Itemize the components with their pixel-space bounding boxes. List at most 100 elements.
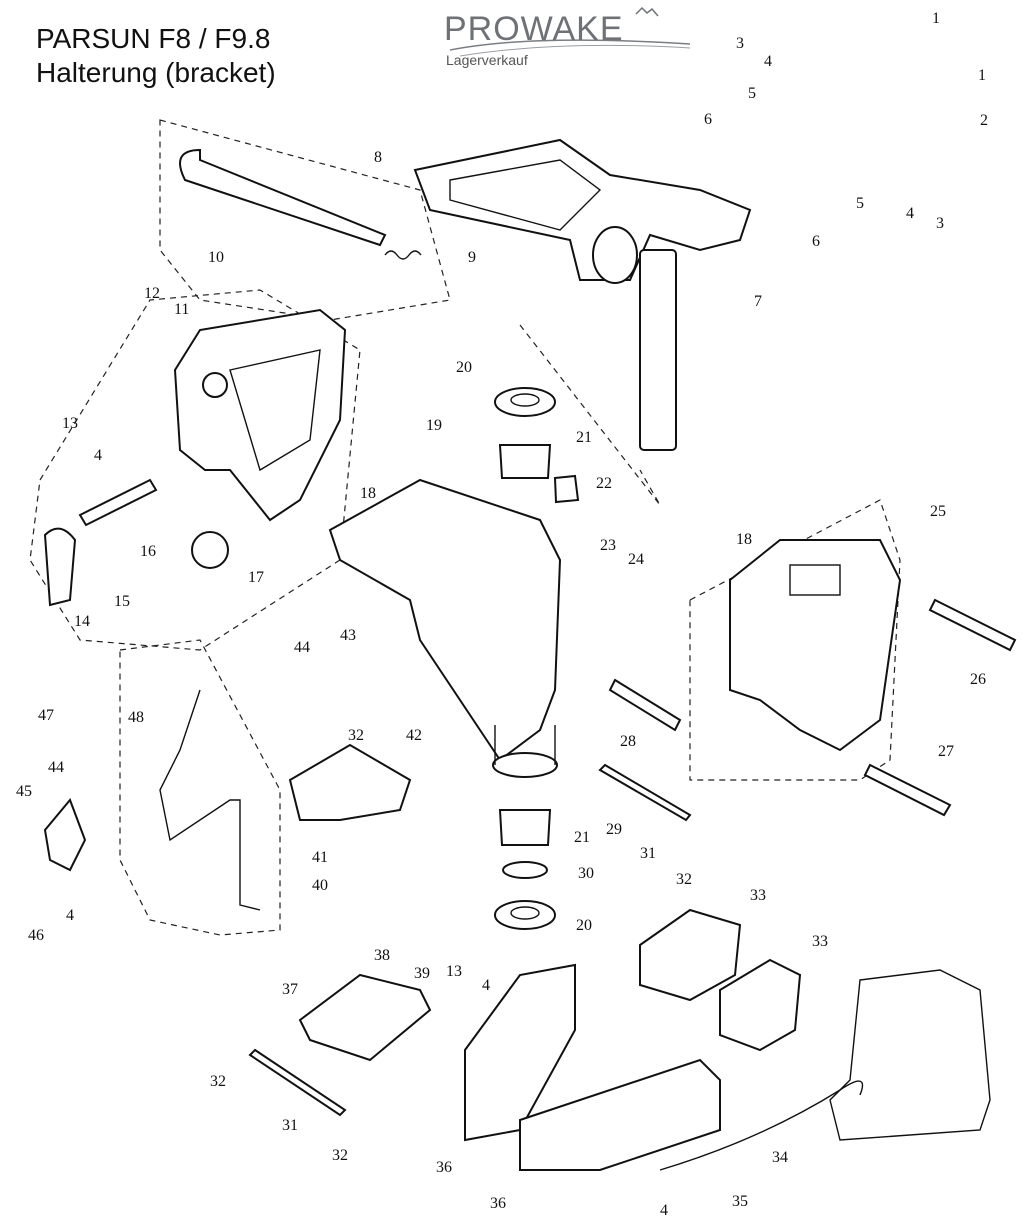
label-part-31b: 31 (282, 1117, 298, 1134)
prowake-logo: PROWAKE Lagerverkauf (440, 4, 700, 74)
part-37-lock-frame (298, 973, 432, 1062)
part-30-ring (502, 861, 548, 879)
label-part-4d: 4 (66, 907, 74, 924)
label-part-3b: 3 (936, 215, 944, 232)
part-31-lower-rod (248, 1048, 347, 1117)
part-41-plate (288, 743, 412, 821)
part-34-ground-wire (659, 1080, 864, 1171)
part-21-lower-bushing (498, 809, 552, 846)
label-part-32d: 32 (332, 1147, 348, 1164)
label-part-16: 16 (140, 543, 156, 560)
label-part-18: 18 (360, 485, 376, 502)
part-36-upper-clamp (464, 963, 576, 1142)
label-part-48: 48 (128, 709, 144, 726)
group-outline-right-bracket (689, 499, 901, 781)
label-part-37: 37 (282, 981, 298, 998)
label-part-35: 35 (732, 1193, 748, 1210)
label-part-34: 34 (772, 1149, 788, 1166)
label-part-23: 23 (600, 537, 616, 554)
label-part-19: 19 (426, 417, 442, 434)
part-10-clamp-bracket (173, 308, 347, 522)
label-part-18b: 18 (736, 531, 752, 548)
label-part-20b: 20 (576, 917, 592, 934)
label-part-43: 43 (340, 627, 356, 644)
label-part-39: 39 (414, 965, 430, 982)
part-16-clamp-screw (78, 478, 158, 527)
part-47-lever (159, 689, 261, 911)
part-20-lower-washer (494, 900, 556, 930)
label-part-40: 40 (312, 877, 328, 894)
label-part-2: 2 (980, 112, 988, 129)
logo-subtitle: Lagerverkauf (446, 52, 528, 68)
part-27-bolt (863, 763, 952, 817)
label-part-21b: 21 (574, 829, 590, 846)
group-outline-lever (119, 639, 281, 936)
label-part-33b: 33 (812, 933, 828, 950)
label-part-47: 47 (38, 707, 54, 724)
label-part-11: 11 (174, 301, 189, 318)
part-33-block-b (719, 958, 802, 1052)
label-part-31: 31 (640, 845, 656, 862)
part-22-key (553, 474, 580, 504)
outboard-lower-unit (829, 969, 991, 1141)
part-26-bolt (928, 598, 1017, 652)
part-21-upper-bushing (498, 444, 552, 479)
label-part-32b: 32 (676, 871, 692, 888)
label-part-3: 3 (736, 35, 744, 52)
logo-wave-graphic (449, 6, 691, 57)
part-number-labels: 1 1 2 3 3 4 4 4 4 4 4 5 5 6 6 7 8 9 10 1… (16, 10, 988, 1219)
group-outline-clamp (29, 289, 361, 651)
label-part-27: 27 (938, 743, 954, 760)
label-part-17: 17 (248, 569, 264, 586)
title-subtitle: Halterung (bracket) (36, 57, 276, 88)
label-part-26: 26 (970, 671, 986, 688)
label-part-32: 32 (348, 727, 364, 744)
label-part-13: 13 (62, 415, 78, 432)
label-part-4f: 4 (660, 1202, 668, 1219)
part-19-swivel-bracket (328, 478, 562, 762)
group-outline-tiller (159, 119, 451, 321)
part-25-right-bracket (729, 539, 902, 752)
label-part-25: 25 (930, 503, 946, 520)
label-part-15: 15 (114, 593, 130, 610)
label-part-21: 21 (576, 429, 592, 446)
label-part-9: 9 (468, 249, 476, 266)
part-9-spring (384, 250, 422, 260)
label-part-24: 24 (628, 551, 644, 568)
label-part-7: 7 (754, 293, 762, 310)
label-part-4: 4 (764, 53, 772, 70)
part-31-upper-rod (598, 763, 692, 822)
label-part-44: 44 (294, 639, 310, 656)
part-36-lower-clamp (519, 1058, 721, 1171)
label-part-4b: 4 (906, 205, 914, 222)
label-part-8: 8 (374, 149, 382, 166)
part-17-pad (191, 531, 229, 569)
part-20-upper-washer (494, 387, 556, 417)
label-part-36b: 36 (490, 1195, 506, 1212)
label-part-44b: 44 (48, 759, 64, 776)
label-part-46: 46 (28, 927, 44, 944)
part-7-swivel-arm (413, 138, 752, 451)
label-part-36: 36 (436, 1159, 452, 1176)
label-part-33: 33 (750, 887, 766, 904)
label-part-32c: 32 (210, 1073, 226, 1090)
logo-brand: PROWAKE (444, 10, 624, 48)
label-part-29: 29 (606, 821, 622, 838)
label-part-10: 10 (208, 249, 224, 266)
label-part-45: 45 (16, 783, 32, 800)
label-part-38: 38 (374, 947, 390, 964)
label-part-6b: 6 (812, 233, 820, 250)
label-part-42: 42 (406, 727, 422, 744)
label-part-41: 41 (312, 849, 328, 866)
label-part-5b: 5 (856, 195, 864, 212)
label-part-4e: 4 (482, 977, 490, 994)
label-part-4c: 4 (94, 447, 102, 464)
title-model: PARSUN F8 / F9.8 (36, 23, 271, 54)
group-outline-swivel (519, 324, 661, 506)
part-28-pin (608, 678, 682, 732)
label-part-20: 20 (456, 359, 472, 376)
label-part-28: 28 (620, 733, 636, 750)
part-33-block-a (639, 908, 742, 1002)
label-part-1: 1 (932, 10, 940, 27)
